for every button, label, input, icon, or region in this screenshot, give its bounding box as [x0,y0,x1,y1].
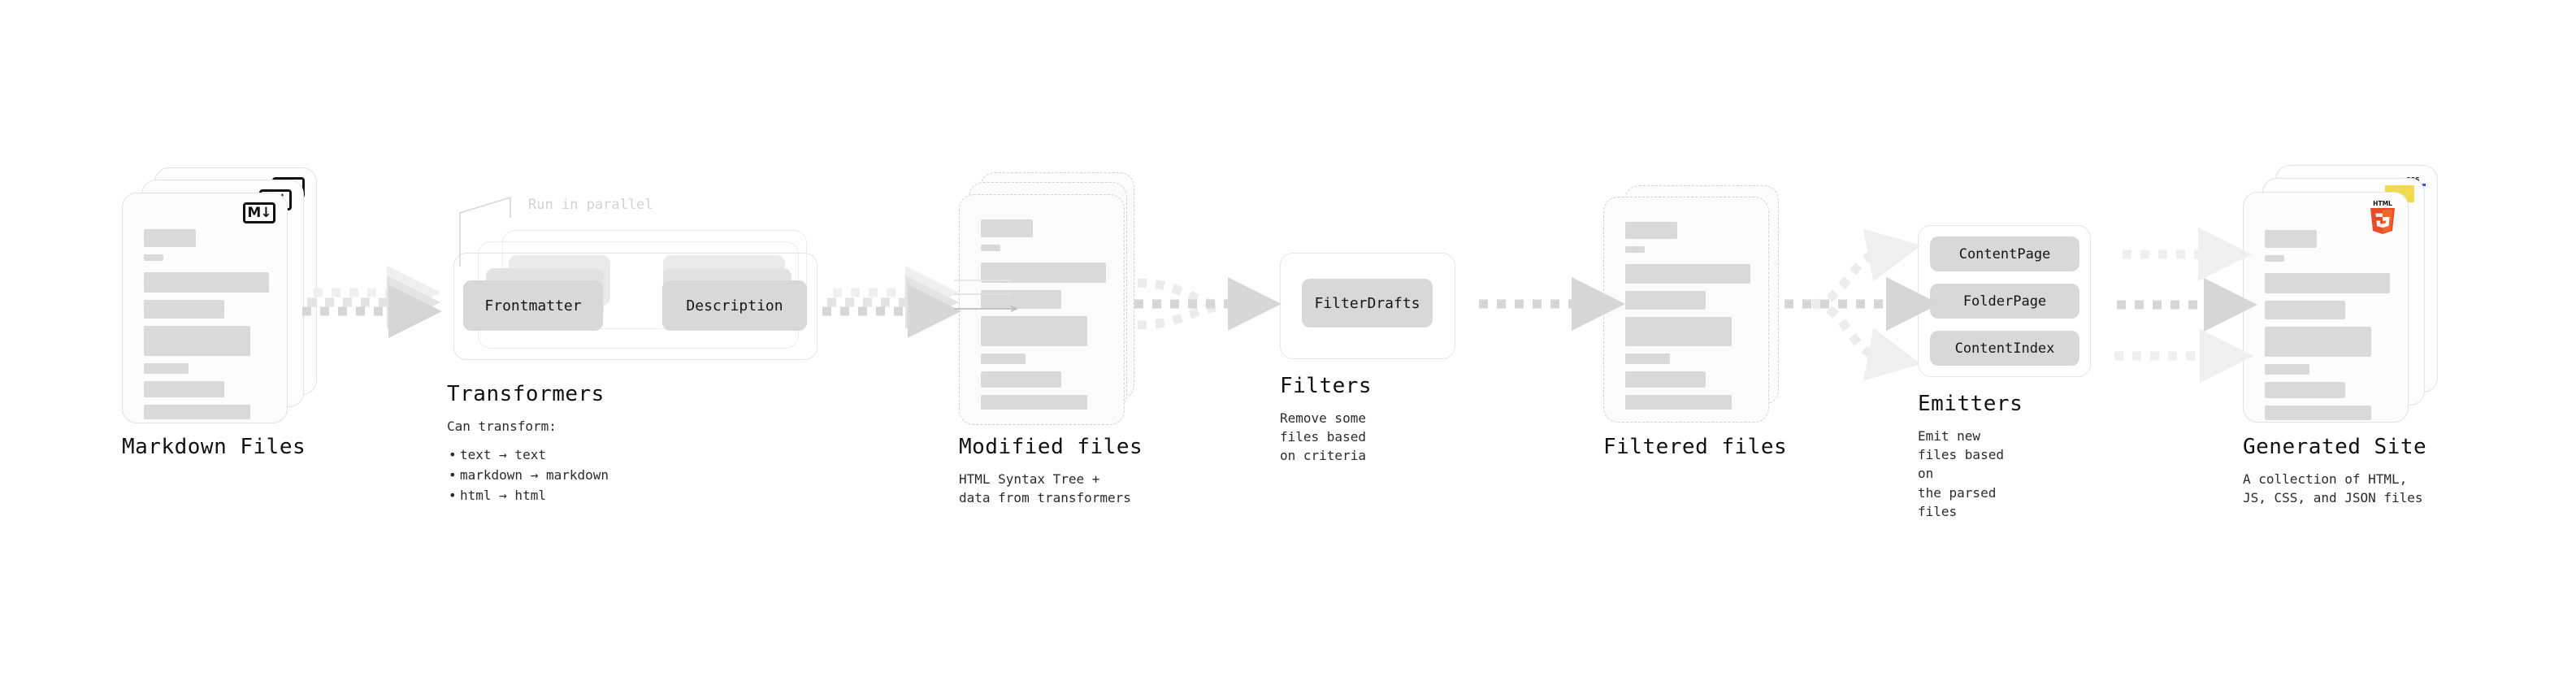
bar [1625,395,1732,410]
markdown-icon: M↓ [243,202,275,223]
stage-subtitle: HTML Syntax Tree + data from transformer… [959,471,1131,506]
bar [1625,222,1677,239]
bar [2265,301,2345,319]
chip-label: Frontmatter [484,297,582,314]
stage-title: Markdown Files [122,435,306,459]
stage-title: Filtered files [1603,435,1788,459]
transformer-group-front [453,253,817,360]
arrow-filtered-to-emitters [1785,228,1940,381]
bar [1625,264,1750,284]
caption-transformers: Transformers Can transform: text → text … [447,382,609,506]
bar [2265,406,2371,420]
generated-card-front-html: HTML [2243,192,2409,423]
bar [2265,230,2317,248]
caption-modified-files: Modified files HTML Syntax Tree + data f… [959,435,1143,507]
list-item: text → text [447,445,609,466]
caption-filters: Filters Remove some files based on crite… [1280,374,1372,466]
bar [144,363,189,374]
chip-label: FilterDrafts [1314,294,1420,312]
chip-label: ContentIndex [1954,340,2055,357]
chip-label: FolderPage [1962,293,2047,310]
bar [981,219,1033,237]
stage-title: Generated Site [2243,435,2427,459]
chip-label: ContentPage [1958,245,2051,262]
svg-text:HTML: HTML [2373,200,2392,207]
bar [144,405,250,419]
modified-card-front [959,194,1125,425]
caption-filtered-files: Filtered files [1603,435,1787,459]
placeholder-bars [2265,230,2390,427]
emitter-chip-folderpage[interactable]: FolderPage [1930,284,2079,319]
bar [2265,364,2310,375]
transform-list: text → text markdown → markdown html → h… [447,445,609,505]
stage-title: Modified files [959,435,1143,459]
bar [981,316,1087,346]
filtered-card-front [1603,197,1769,423]
arrow-modified-to-filters [1134,277,1281,331]
bar [2265,327,2371,357]
stage-subtitle: Can transform: [447,419,557,434]
bar [144,272,269,293]
bar [144,254,163,261]
bar [981,395,1087,410]
placeholder-bars [1625,222,1750,417]
caption-emitters: Emitters Emit new files based on the par… [1918,392,2023,521]
stage-title: Emitters [1918,392,2023,416]
stage-title: Transformers [447,382,605,406]
bar [981,245,1000,251]
bar [1625,291,1706,310]
bar [981,290,1061,309]
bar [2265,255,2284,262]
transformer-chip-frontmatter[interactable]: Frontmatter [463,280,603,331]
emitter-chip-contentindex[interactable]: ContentIndex [1930,331,2079,366]
caption-generated-site: Generated Site A collection of HTML, JS,… [2243,435,2426,507]
bar [2265,273,2390,293]
bar [144,381,224,397]
bar [2265,382,2345,398]
arrow-transformers-to-modified [822,266,961,338]
emitter-chip-contentpage[interactable]: ContentPage [1930,236,2079,271]
bar [1625,371,1706,388]
bar [1625,354,1671,364]
stage-title: Filters [1280,374,1373,398]
chip-label: Description [686,297,783,314]
placeholder-bars [144,229,269,427]
bar [144,326,250,356]
run-in-parallel-label: Run in parallel [528,197,653,213]
bar [1625,246,1645,253]
placeholder-bars [981,219,1106,417]
bar [144,229,196,247]
stage-subtitle: A collection of HTML, JS, CSS, and JSON … [2243,471,2423,506]
bar [144,300,224,319]
bar [981,262,1106,283]
stage-subtitle: Remove some files based on criteria [1280,410,1366,464]
bar [981,354,1026,364]
bar [1625,317,1732,346]
list-item: html → html [447,486,609,506]
list-item: markdown → markdown [447,466,609,486]
caption-markdown-files: Markdown Files [122,435,306,459]
stage-subtitle: Emit new files based on the parsed files [1918,428,2004,519]
filter-chip-filterdrafts[interactable]: FilterDrafts [1302,279,1433,327]
transformer-chip-description[interactable]: Description [662,280,807,331]
markdown-card-front: M↓ [122,193,288,423]
html5-icon: HTML [2367,199,2398,234]
arrow-emitters-to-generated [2114,228,2257,383]
bar [981,371,1061,388]
